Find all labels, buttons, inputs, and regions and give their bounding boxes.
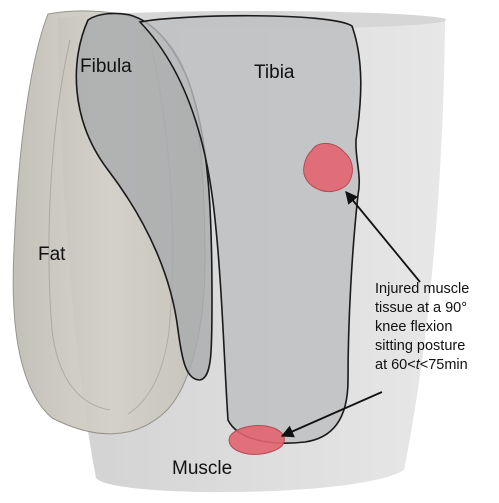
muscle-label: Muscle xyxy=(172,459,232,478)
fat-label: Fat xyxy=(38,245,65,264)
annotation-line-3: knee flexion xyxy=(375,318,499,337)
fibula-label: Fibula xyxy=(80,57,132,76)
injury-region-lower xyxy=(229,425,284,454)
annotation-line-2: tissue at a 90° xyxy=(375,299,499,318)
annotation-line-5-prefix: at 60< xyxy=(375,357,416,373)
tibia-label: Tibia xyxy=(254,63,294,82)
annotation-line-1: Injured muscle xyxy=(375,280,499,299)
annotation-line-4: sitting posture xyxy=(375,337,499,356)
injury-annotation: Injured muscle tissue at a 90° knee flex… xyxy=(375,280,499,375)
annotation-line-5-suffix: <75min xyxy=(420,357,468,373)
annotation-line-5: at 60<t<75min xyxy=(375,356,499,375)
